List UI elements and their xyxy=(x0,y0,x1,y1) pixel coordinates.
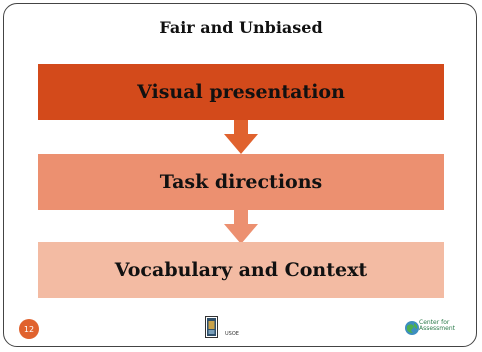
step-label: Vocabulary and Context xyxy=(114,259,368,281)
step-box-vocabulary-context: Vocabulary and Context xyxy=(38,242,444,298)
usoe-logo-icon xyxy=(205,316,218,338)
slide-title: Fair and Unbiased xyxy=(159,18,323,37)
down-arrow-icon xyxy=(224,120,258,154)
center-for-assessment-logo: Center for Assessment xyxy=(404,318,455,338)
step-label: Task directions xyxy=(159,171,323,193)
page-number-badge: 12 xyxy=(19,319,39,339)
down-arrow-icon xyxy=(224,210,258,244)
logo-text-line1: Center for xyxy=(419,319,450,326)
step-box-task-directions: Task directions xyxy=(38,154,444,210)
globe-logo-icon xyxy=(405,321,419,335)
logo-text-line2: Assessment xyxy=(419,325,455,332)
footer-label: USOE xyxy=(225,331,239,337)
step-box-visual-presentation: Visual presentation xyxy=(38,64,444,120)
step-label: Visual presentation xyxy=(137,81,345,103)
